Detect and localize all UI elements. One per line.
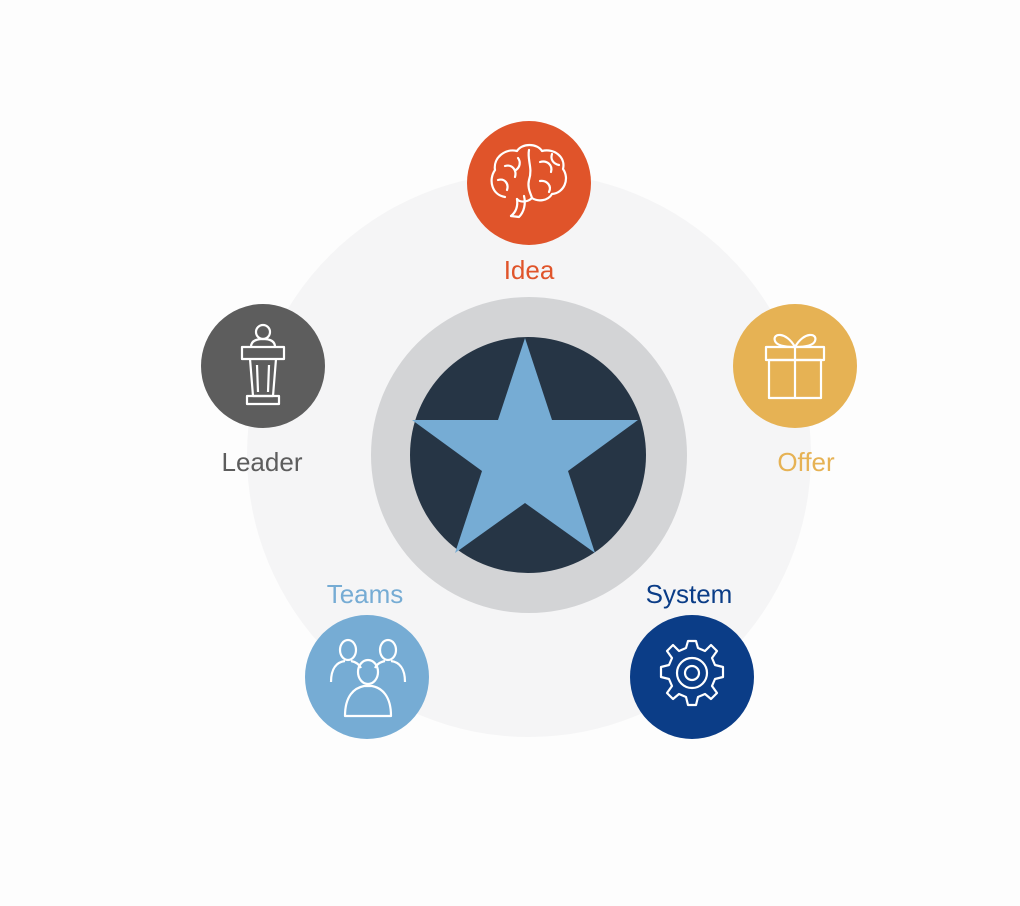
system-circle bbox=[630, 615, 754, 739]
podium-icon bbox=[240, 323, 286, 406]
node-system bbox=[630, 615, 754, 739]
center-hub bbox=[371, 297, 687, 613]
leader-circle bbox=[201, 304, 325, 428]
people-icon bbox=[329, 638, 407, 718]
idea-label: Idea bbox=[503, 255, 555, 285]
node-teams bbox=[305, 615, 429, 739]
star-icon bbox=[412, 338, 638, 553]
offer-label: Offer bbox=[777, 447, 835, 477]
leader-label: Leader bbox=[221, 447, 303, 477]
teams-circle bbox=[305, 615, 429, 739]
system-label: System bbox=[645, 579, 733, 609]
node-offer bbox=[733, 304, 857, 428]
brain-icon bbox=[490, 143, 568, 219]
teams-label: Teams bbox=[326, 579, 404, 609]
node-leader bbox=[201, 304, 325, 428]
node-idea bbox=[467, 121, 591, 245]
gift-icon bbox=[764, 333, 826, 400]
gear-icon bbox=[659, 639, 725, 707]
